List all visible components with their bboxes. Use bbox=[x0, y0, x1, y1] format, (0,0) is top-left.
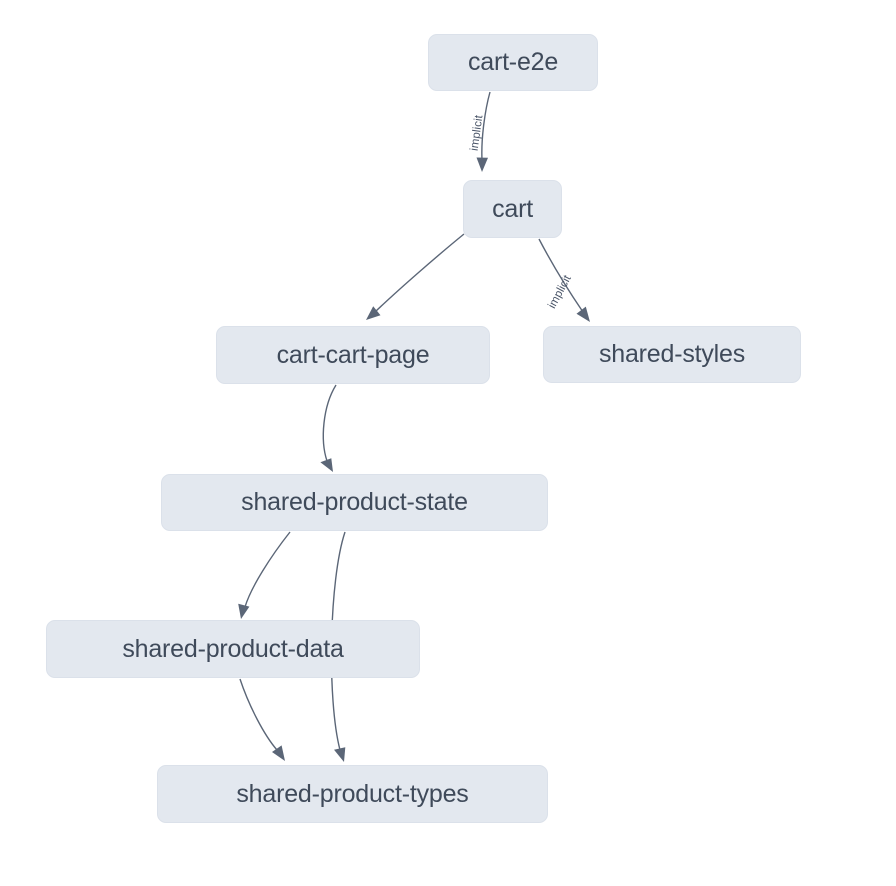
node-label: cart bbox=[492, 194, 533, 223]
edge-path bbox=[239, 678, 278, 751]
arrowhead-icon bbox=[272, 745, 285, 761]
edge-cart-to-shared-styles bbox=[538, 238, 590, 322]
edge-label-text: implicit bbox=[469, 114, 486, 152]
edge-shared-product-data-to-shared-product-types bbox=[239, 678, 285, 761]
arrowhead-icon bbox=[320, 458, 333, 472]
node-label: cart-e2e bbox=[467, 48, 559, 76]
node-label: shared-product-state bbox=[241, 488, 468, 516]
edge-shared-product-state-to-shared-product-data bbox=[238, 531, 291, 619]
node-shared-styles[interactable]: shared-styles bbox=[543, 326, 801, 383]
edge-path bbox=[481, 91, 491, 161]
node-shared-product-data[interactable]: shared-product-data bbox=[46, 620, 420, 678]
edge-label-implicit-2: implicit bbox=[546, 273, 574, 311]
node-shared-product-types[interactable]: shared-product-types bbox=[157, 765, 548, 823]
node-label: shared-product-data bbox=[122, 634, 344, 663]
edge-path bbox=[538, 238, 584, 313]
edge-cart-e2e-to-cart bbox=[476, 91, 491, 172]
arrowhead-icon bbox=[476, 157, 488, 172]
node-label: shared-product-types bbox=[236, 779, 469, 808]
edge-path bbox=[322, 384, 337, 462]
node-cart[interactable]: cart bbox=[463, 180, 562, 238]
arrowhead-icon bbox=[366, 306, 381, 320]
node-cart-e2e[interactable]: cart-e2e bbox=[428, 34, 598, 91]
edge-label-implicit-1: implicit bbox=[469, 114, 486, 152]
node-shared-product-state[interactable]: shared-product-state bbox=[161, 474, 548, 531]
arrowhead-icon bbox=[238, 603, 250, 619]
node-label: cart-cart-page bbox=[276, 340, 430, 369]
edge-path bbox=[244, 531, 291, 608]
edge-cart-cart-page-to-shared-product-state bbox=[320, 384, 337, 472]
edge-label-text: implicit bbox=[546, 273, 574, 311]
arrowhead-icon bbox=[334, 747, 346, 762]
edge-path bbox=[374, 233, 465, 313]
node-cart-cart-page[interactable]: cart-cart-page bbox=[216, 326, 490, 384]
arrowhead-icon bbox=[576, 306, 590, 322]
edge-cart-to-cart-cart-page bbox=[366, 233, 465, 320]
node-label: shared-styles bbox=[598, 340, 746, 368]
